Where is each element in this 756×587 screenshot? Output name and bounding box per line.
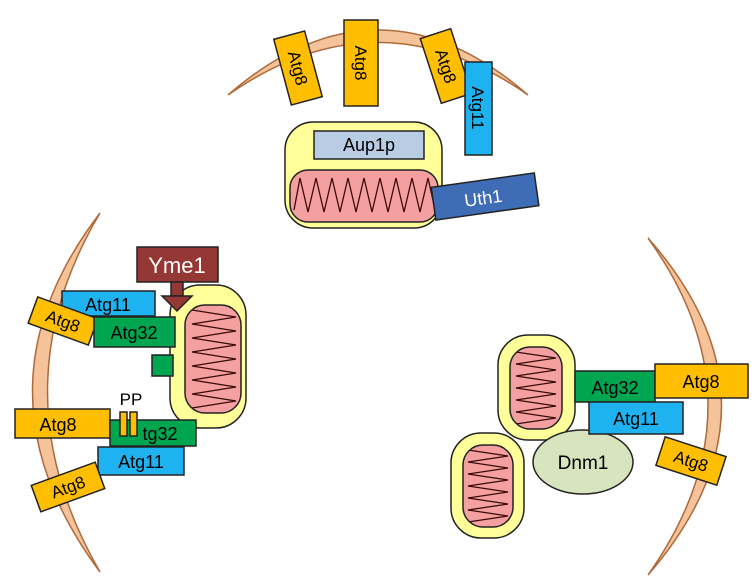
atg8-right-1: Atg8 xyxy=(654,363,749,399)
atg11-left-2: Atg11 xyxy=(97,446,185,476)
dnm1-ellipse: Dnm1 xyxy=(532,429,634,495)
atg8-label: Atg8 xyxy=(351,46,370,81)
atg32-right: Atg32 xyxy=(574,370,656,403)
atg8-label: Atg8 xyxy=(39,415,76,435)
atg11-label: Atg11 xyxy=(613,409,659,429)
phosphate-marks: PP xyxy=(119,390,143,437)
aup1p-box: Aup1p xyxy=(313,130,425,160)
atg32-left-1: Atg32 xyxy=(93,316,176,348)
right-mitochondrion-1 xyxy=(497,334,576,441)
atg32-label: tg32 xyxy=(142,424,177,444)
yme1-box: Yme1 xyxy=(136,246,219,283)
left-phagophore-membrane xyxy=(31,212,101,573)
atg32-label: Atg32 xyxy=(110,323,157,343)
atg8-left-1: Atg8 xyxy=(27,295,99,347)
atg8-top-2: Atg8 xyxy=(343,19,379,107)
yme1-arrow xyxy=(160,281,194,313)
atg11-top: Atg11 xyxy=(464,61,493,156)
atg32-small-square xyxy=(151,354,174,377)
atg8-top-3: Atg8 xyxy=(419,27,473,105)
atg8-top-1: Atg8 xyxy=(272,30,324,106)
dnm1-label: Dnm1 xyxy=(558,453,609,474)
right-phagophore-membrane xyxy=(647,237,723,576)
atg11-label: Atg11 xyxy=(118,452,164,472)
uth1-box: Uth1 xyxy=(430,172,540,221)
atg32-label: Atg32 xyxy=(591,378,638,398)
atg11-label: Atg11 xyxy=(85,295,131,315)
right-mitochondrion-2 xyxy=(450,432,525,539)
aup1p-label: Aup1p xyxy=(343,135,395,155)
atg8-label: Atg8 xyxy=(682,372,719,392)
atg8-right-2: Atg8 xyxy=(654,435,728,487)
atg8-left-2: Atg8 xyxy=(14,408,111,439)
atg11-right: Atg11 xyxy=(588,401,684,435)
atg11-label: Atg11 xyxy=(468,86,487,129)
left-mitochondrion xyxy=(169,284,247,429)
yme1-label: Yme1 xyxy=(148,253,205,278)
pp-label: PP xyxy=(120,390,143,409)
atg8-left-3: Atg8 xyxy=(30,461,106,513)
